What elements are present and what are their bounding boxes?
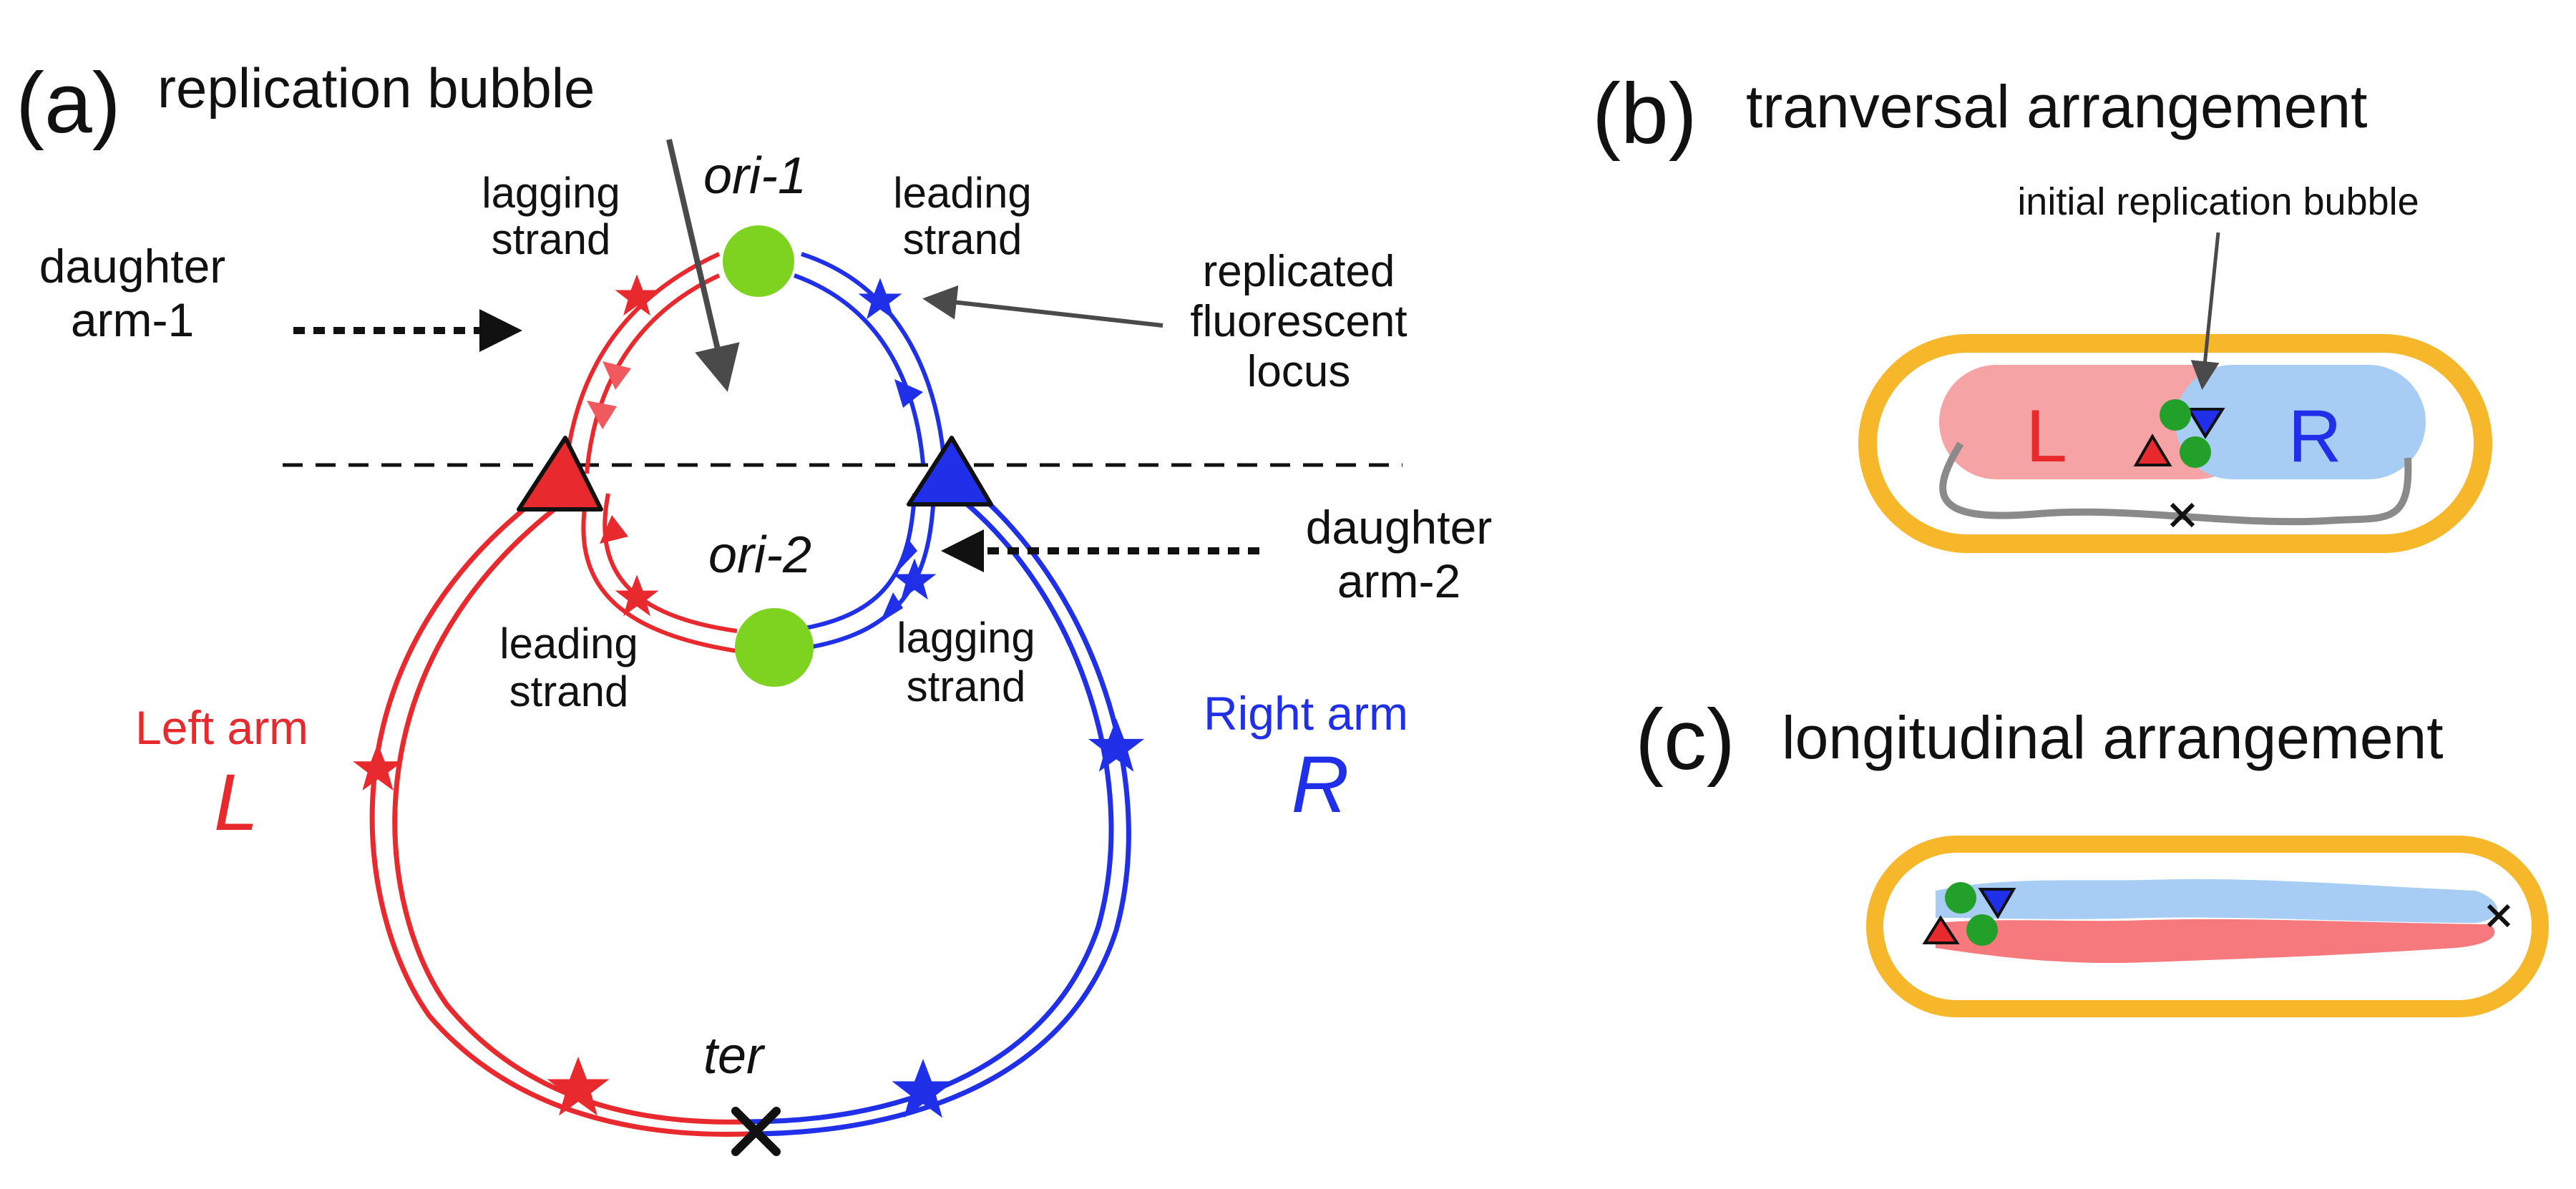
panel-c-title: longitudinal arrangement — [1782, 704, 2444, 771]
replicated-locus-line3: locus — [1247, 347, 1351, 396]
right-region-transversal — [2175, 365, 2426, 479]
origin-dot-c2 — [1966, 914, 1998, 946]
left-fork-triangle — [517, 436, 603, 512]
daughter-arm-1-line2: arm-1 — [71, 293, 194, 346]
lagging-strand-top-line1: lagging — [482, 169, 620, 217]
panel-b-left-letter: L — [2026, 395, 2067, 478]
panel-b: (b) tranversal arrangement initial repli… — [1592, 66, 2492, 553]
panel-a-label: (a) — [16, 55, 121, 151]
left-fork-small-triangle — [2133, 434, 2172, 466]
star-icon — [858, 278, 902, 320]
star-icon — [892, 558, 937, 600]
leading-strand-top-line1: leading — [893, 169, 1032, 217]
right-fork-small-triangle — [2186, 408, 2225, 439]
cell-outline-longitudinal — [1866, 836, 2549, 1017]
daughter-arm-1-line1: daughter — [39, 240, 226, 293]
ter-cross-small-icon — [2170, 502, 2195, 528]
initial-bubble-arrow — [2190, 232, 2220, 390]
star-icon — [547, 1057, 610, 1116]
star-icon — [615, 274, 659, 316]
ori-2-dot — [735, 608, 814, 687]
star-icon — [615, 574, 659, 617]
top-bubble-left-strands — [563, 252, 721, 474]
daughter-arm-2-line2: arm-2 — [1337, 554, 1460, 607]
right-fork-triangle — [907, 436, 993, 507]
panel-c-label: (c) — [1635, 692, 1735, 788]
top-bubble-right-strands — [793, 252, 947, 466]
origin-dot-b1 — [2160, 399, 2191, 431]
left-fork-small-triangle — [1922, 915, 1960, 944]
star-icon — [892, 1059, 955, 1118]
panel-a: (a) replication bubble — [16, 55, 1493, 1156]
left-region-longitudinal — [1936, 919, 2495, 964]
replicated-locus-arrow — [922, 285, 1163, 328]
ter-cross-icon — [731, 1107, 781, 1156]
cell-outline-transversal — [1858, 334, 2492, 553]
right-region-longitudinal — [1936, 879, 2497, 923]
replicated-locus-line2: fluorescent — [1190, 297, 1407, 346]
replication-bubble-arrow — [666, 139, 740, 392]
right-arm-label: Right arm — [1204, 687, 1408, 740]
left-arm-letter: L — [214, 758, 258, 847]
panel-b-title: tranversal arrangement — [1746, 73, 2367, 140]
daughter-arm-2-line1: daughter — [1306, 501, 1493, 554]
chromosome-grey-line — [1939, 441, 2412, 526]
okazaki-fragment-arrows — [587, 361, 923, 622]
bottom-bubble-left-strands — [581, 493, 738, 653]
ori-2-label: ori-2 — [708, 527, 811, 584]
leading-strand-bottom-line1: leading — [499, 620, 638, 667]
right-arm-outer-strands — [747, 470, 1131, 1137]
ori-1-label: ori-1 — [703, 147, 806, 205]
panel-b-annotation: initial replication bubble — [2017, 180, 2419, 223]
ter-cross-small-icon — [2487, 904, 2511, 928]
right-arm-letter: R — [1292, 740, 1350, 829]
lagging-strand-bottom-line1: lagging — [897, 614, 1035, 662]
lagging-strand-bottom-line2: strand — [907, 662, 1026, 710]
panel-a-title: replication bubble — [157, 57, 595, 119]
left-arm-outer-strands — [369, 491, 748, 1137]
origin-dot-b2 — [2180, 436, 2211, 468]
panel-c: (c) longitudinal arrangement — [1635, 692, 2549, 1017]
right-fork-small-triangle — [1978, 888, 2016, 919]
origin-dot-c1 — [1945, 882, 1976, 914]
star-icon — [1088, 718, 1145, 772]
leading-strand-bottom-line2: strand — [509, 667, 629, 715]
ori-1-dot — [723, 225, 794, 297]
panel-b-right-letter: R — [2288, 395, 2341, 478]
left-region-transversal — [1939, 365, 2254, 479]
lagging-strand-top-line2: strand — [492, 215, 611, 263]
left-arm-label: Left arm — [135, 701, 308, 754]
fluorescent-locus-stars — [353, 274, 1145, 1118]
panel-b-label: (b) — [1592, 66, 1697, 162]
star-icon — [353, 743, 403, 791]
ter-label: ter — [703, 1027, 766, 1085]
leading-strand-top-line2: strand — [903, 215, 1023, 263]
replicated-locus-line1: replicated — [1203, 247, 1395, 296]
